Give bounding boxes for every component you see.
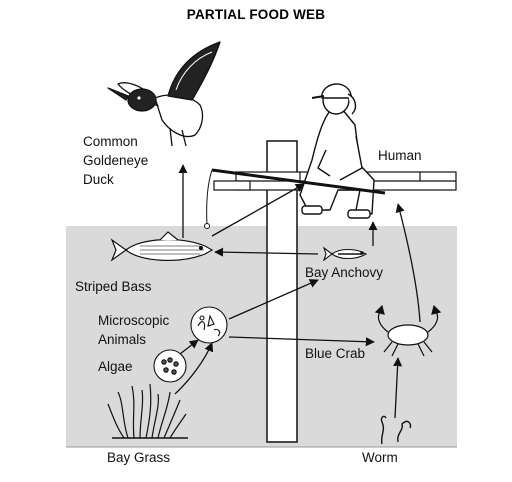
label-striped-bass: Striped Bass: [75, 279, 152, 294]
label-bay-anchovy: Bay Anchovy: [305, 265, 384, 280]
duck-image: [107, 41, 221, 147]
worm-image: [380, 415, 412, 445]
human-figure: [299, 83, 375, 219]
label-blue-crab: Blue Crab: [305, 346, 366, 361]
bay-anchovy-image: [322, 246, 368, 262]
arrow-bay-grass-to-microscopic-animals: [174, 342, 214, 395]
label-microscopic-animals: Microscopic Animals: [98, 311, 169, 349]
label-duck: Common Goldeneye Duck: [83, 132, 148, 189]
label-duck-line-3: Duck: [83, 172, 114, 187]
arrow-worm-to-blue-crab: [393, 357, 403, 419]
bay-grass-image: [107, 383, 188, 439]
arrow-striped-bass-to-human: [211, 183, 305, 237]
microscopic-animals-image: [190, 306, 228, 344]
arrow-algae-to-microscopic-animals: [179, 339, 199, 355]
blue-crab-image: [374, 304, 442, 357]
striped-bass-image: [110, 231, 214, 262]
arrow-microscopic-animals-to-blue-crab: [228, 336, 375, 347]
label-duck-line-1: Common: [83, 134, 138, 149]
label-human: Human: [378, 148, 422, 163]
fishing-bobber: [204, 223, 210, 229]
arrow-microscopic-animals-to-bay-anchovy: [228, 279, 319, 320]
fishing-rod: [211, 168, 386, 195]
label-worm: Worm: [362, 450, 398, 465]
algae-image: [153, 349, 187, 383]
arrow-bay-anchovy-to-striped-bass: [214, 247, 319, 257]
label-duck-line-2: Goldeneye: [83, 153, 149, 168]
arrow-blue-crab-to-human: [395, 203, 421, 323]
label-microscopic-line-1: Microscopic: [98, 313, 170, 328]
label-algae: Algae: [98, 359, 133, 374]
page-title: PARTIAL FOOD WEB: [186, 7, 326, 22]
fishing-line: [206, 169, 213, 227]
label-bay-grass: Bay Grass: [107, 450, 171, 465]
food-web-arrows: [174, 164, 421, 419]
label-microscopic-line-2: Animals: [98, 332, 147, 347]
